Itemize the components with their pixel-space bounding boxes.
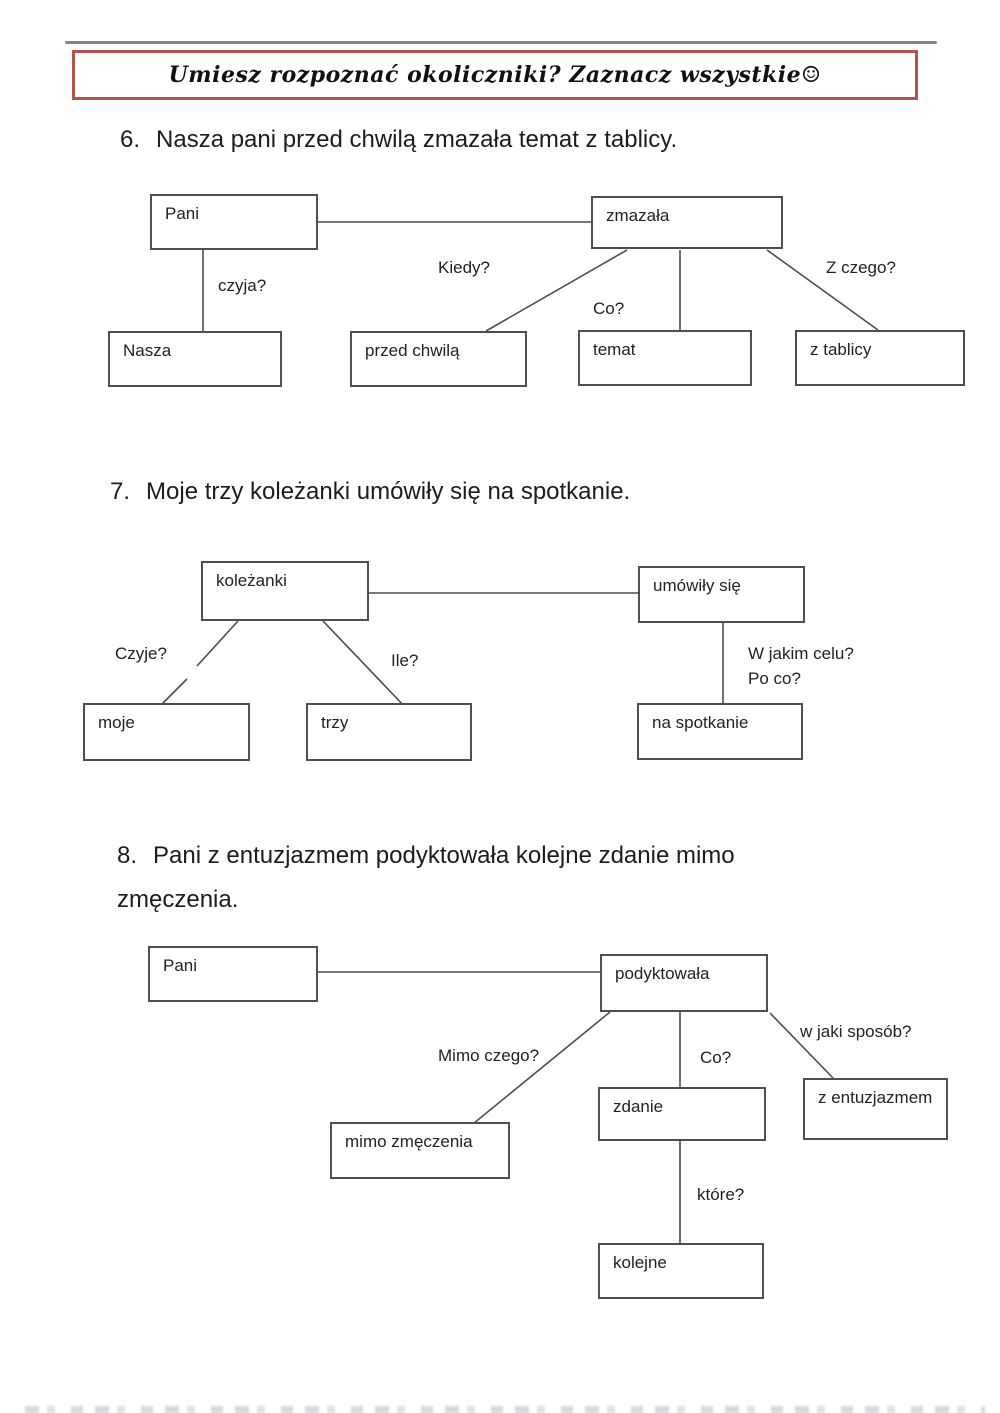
exercise-6-heading: 6. Nasza pani przed chwilą zmazała temat … (120, 126, 677, 154)
exercise-8-heading-line2: zmęczenia. (117, 886, 238, 914)
question-label-czyja: czyja? (218, 276, 267, 295)
page-bottom-scan-artifact (25, 1406, 985, 1413)
node-box-moje: moje (83, 703, 250, 761)
question-label-co-8: Co? (700, 1048, 732, 1067)
node-box-zmazala: zmazała (591, 196, 783, 249)
exercise-8-sentence-line1: Pani z entuzjazmem podyktowała kolejne z… (153, 842, 735, 869)
node-box-mimo-zmeczenia: mimo zmęczenia (330, 1122, 510, 1179)
question-label-ile: Ile? (391, 651, 419, 670)
node-box-nasza: Nasza (108, 331, 282, 387)
node-box-z-entuzjazmem: z entuzjazmem (803, 1078, 948, 1140)
title-banner: Umiesz rozpoznać okoliczniki? Zaznacz ws… (72, 50, 918, 100)
question-label-ktore: które? (697, 1185, 745, 1204)
node-box-na-spotkanie: na spotkanie (637, 703, 803, 760)
exercise-7-heading: 7. Moje trzy koleżanki umówiły się na spo… (110, 478, 630, 506)
line-kolezanki-moje-a (196, 620, 239, 667)
exercise-6-number: 6. (120, 126, 141, 153)
node-box-podyktowala: podyktowała (600, 954, 768, 1012)
question-label-po-co: Po co? (748, 669, 801, 688)
exercise-8-heading-line1: 8. Pani z entuzjazmem podyktowała kolejne… (117, 842, 735, 870)
node-box-pani-6: Pani (150, 194, 318, 250)
exercise-8-sentence-line2: zmęczenia. (117, 886, 239, 913)
question-label-z-czego: Z czego? (826, 258, 896, 277)
node-box-kolezanki: koleżanki (201, 561, 369, 621)
question-label-w-jaki-sposob: w jaki sposób? (800, 1022, 912, 1041)
exercise-7-sentence: Moje trzy koleżanki umówiły się na spotk… (146, 478, 631, 505)
node-box-z-tablicy: z tablicy (795, 330, 965, 386)
question-label-mimo-czego: Mimo czego? (438, 1046, 540, 1065)
node-box-przed-chwila: przed chwilą (350, 331, 527, 387)
node-box-pani-8: Pani (148, 946, 318, 1002)
question-label-w-jakim-celu: W jakim celu? (748, 644, 854, 663)
node-box-trzy: trzy (306, 703, 472, 761)
question-label-czyje: Czyje? (115, 644, 167, 663)
line-podyktowala-mimozmeczenia (467, 1011, 611, 1129)
node-box-umowily-sie: umówiły się (638, 566, 805, 623)
exercise-7-number: 7. (110, 478, 131, 505)
question-label-kiedy: Kiedy? (438, 258, 490, 277)
exercise-8-number: 8. (117, 842, 138, 869)
node-box-kolejne: kolejne (598, 1243, 764, 1299)
node-box-zdanie: zdanie (598, 1087, 766, 1141)
exercise-6-sentence: Nasza pani przed chwilą zmazała temat z … (156, 126, 678, 153)
scan-artifact-line (65, 41, 937, 44)
page-title: Umiesz rozpoznać okoliczniki? Zaznacz ws… (168, 62, 822, 88)
question-label-co-6: Co? (593, 299, 625, 318)
node-box-temat: temat (578, 330, 752, 386)
